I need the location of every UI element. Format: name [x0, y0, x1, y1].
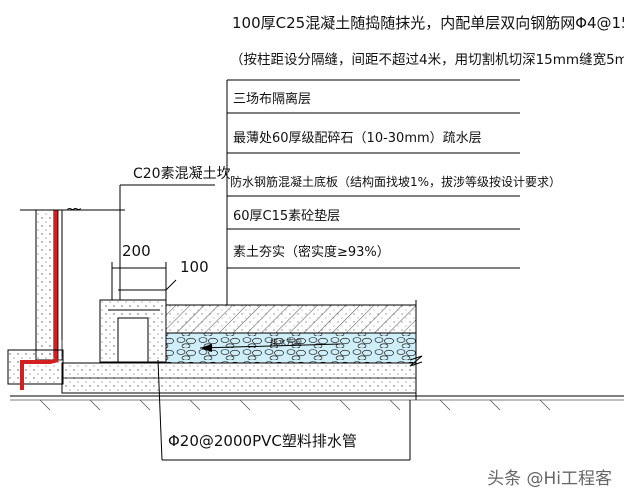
dimension-100: 100	[118, 258, 209, 291]
floor-layers: 排水方向	[61, 304, 417, 394]
annotation-line7: 素土夯实（密实度≥93%）	[233, 244, 390, 260]
dimension-200: 200	[111, 242, 167, 300]
annotation-line3: 三场布隔离层	[233, 91, 311, 107]
annotation-line2: （按柱距设分隔缝，间距不超过4米，用切割机切深15mm缝宽5mm）	[230, 51, 624, 68]
svg-text:200: 200	[122, 242, 151, 260]
pvc-pipe-label: Φ20@2000PVC塑料排水管	[168, 432, 357, 450]
drainage-direction-label: 排水方向	[270, 337, 302, 347]
svg-text:~: ~	[72, 202, 82, 216]
c20-curb-label: C20素混凝土坎	[133, 166, 231, 182]
watermark: 头条 @Hi工程客	[487, 469, 612, 489]
c20-curb	[99, 299, 167, 363]
annotation-line4: 最薄处60厚级配碎石（10-30mm）疏水层	[233, 131, 482, 146]
svg-text:100: 100	[180, 258, 209, 276]
annotation-line5: 防水钢筋混凝土底板（结构面找坡1%，拔涉等级按设计要求）	[230, 174, 561, 189]
annotation-line1: 100厚C25混凝土随捣随抹光，内配单层双向钢筋网Φ4@150	[232, 14, 624, 32]
annotation-line6: 60厚C15素砼垫层	[233, 208, 340, 224]
svg-text:~: ~	[66, 202, 76, 216]
left-wall	[7, 209, 125, 390]
